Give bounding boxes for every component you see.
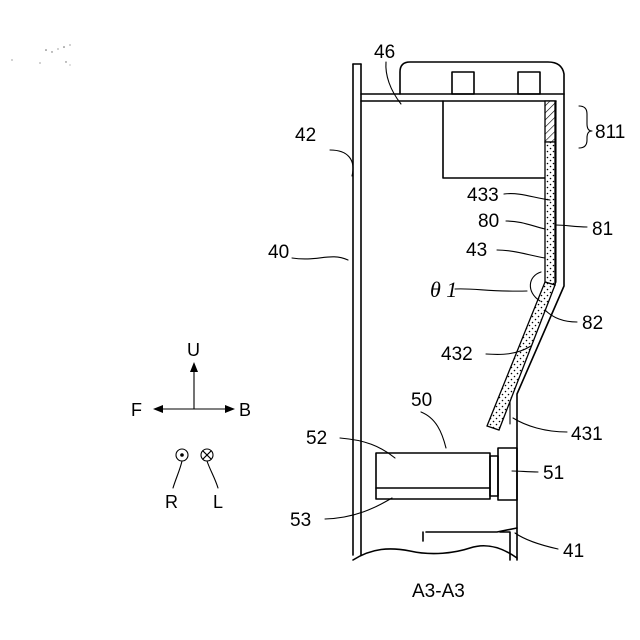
upper-box (443, 101, 545, 178)
front-arrow-head (153, 405, 163, 413)
label-431: 431 (571, 424, 603, 445)
dir-left-label: L (213, 492, 223, 512)
break-line (353, 546, 517, 560)
label-theta1: θ 1 (430, 277, 457, 302)
label-433: 433 (467, 185, 499, 206)
label-46: 46 (374, 42, 395, 63)
bottom-bracket (423, 528, 517, 560)
heat-sheet-81 (545, 142, 555, 285)
heat-sheet-82 (487, 282, 555, 430)
section-label: A3-A3 (412, 581, 465, 602)
direction-indicator: U F B R L (131, 340, 251, 512)
dir-back-label: B (239, 400, 251, 420)
label-52: 52 (306, 428, 327, 449)
label-432: 432 (441, 344, 473, 365)
label-82: 82 (582, 313, 603, 334)
label-41: 41 (563, 541, 584, 562)
label-42: 42 (295, 125, 316, 146)
right-dot-center (180, 453, 184, 457)
up-arrow-head (190, 362, 198, 372)
label-53: 53 (290, 510, 311, 531)
unit-50 (376, 448, 517, 500)
back-wall (517, 94, 564, 560)
front-wall (353, 64, 361, 555)
dir-up-label: U (187, 340, 200, 360)
label-40: 40 (268, 242, 289, 263)
dir-front-label: F (131, 400, 142, 420)
label-50: 50 (411, 390, 432, 411)
label-43: 43 (466, 240, 487, 261)
heat-sheet-811 (545, 101, 555, 142)
dir-right-label: R (165, 492, 178, 512)
label-80: 80 (478, 211, 499, 232)
cover-bumps (452, 72, 540, 94)
label-51: 51 (543, 463, 564, 484)
back-arrow-head (225, 405, 235, 413)
label-811: 811 (595, 122, 625, 143)
scan-noise (11, 44, 70, 65)
top-plate (361, 94, 563, 101)
label-81: 81 (592, 219, 613, 240)
